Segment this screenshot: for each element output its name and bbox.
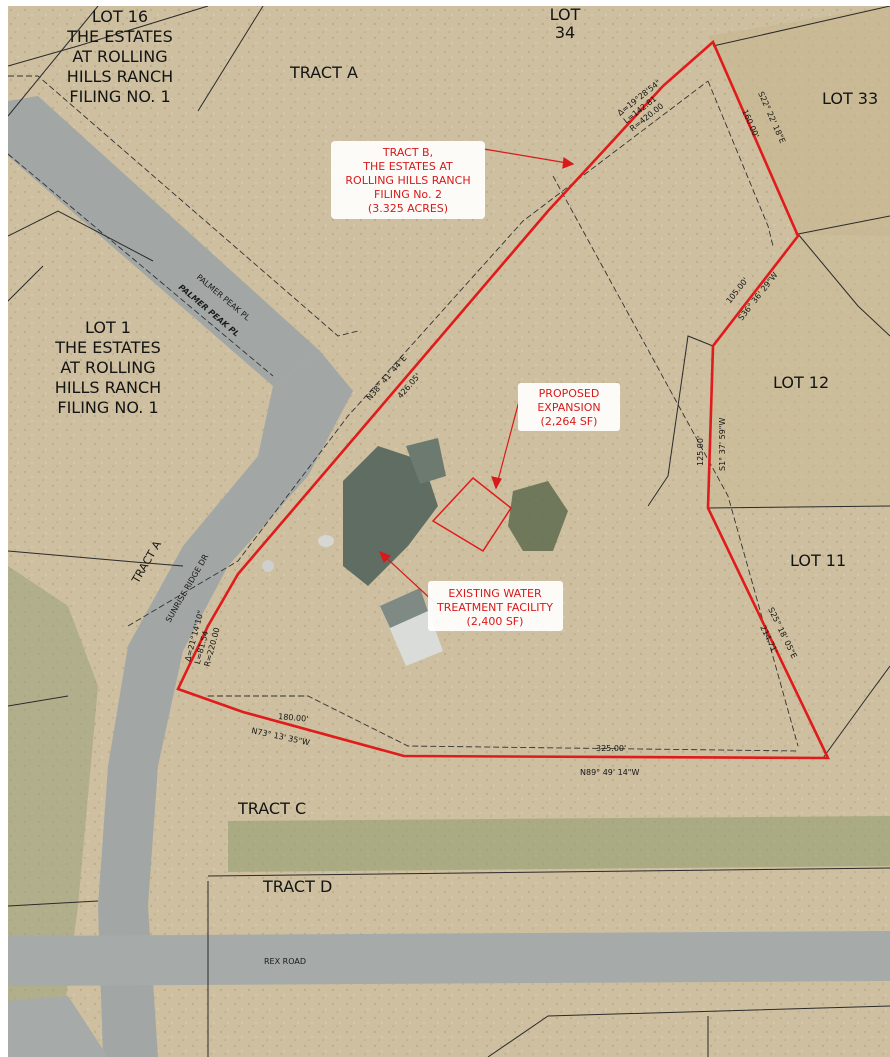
rex-road-label: REX ROAD (264, 957, 306, 966)
tract-b-callout-box (331, 141, 485, 219)
lot-33-shade (708, 6, 890, 236)
road-rex (8, 931, 890, 986)
lot-33-label: LOT 33 (822, 89, 878, 108)
trees (508, 481, 568, 551)
leader-lines (378, 148, 575, 603)
easement-lines (8, 75, 799, 752)
lot-12-shade (708, 226, 890, 508)
lot-11-label: LOT 11 (790, 551, 846, 570)
sw-distance-label: 180.00' (278, 712, 309, 724)
tract-a-top-label: TRACT A (289, 63, 358, 82)
south-bearing-label: N89° 49' 14"W (580, 768, 639, 777)
expansion-callout-box (518, 383, 620, 431)
green-patch-west (8, 566, 98, 1057)
road-bottom-left (8, 996, 108, 1057)
tract-d-label: TRACT D (262, 877, 332, 896)
proposed-expansion-footprint (431, 476, 513, 553)
lot-12-label: LOT 12 (773, 373, 829, 392)
curve-ne-label: Δ=19°28'54"L=142.81R=420.00 (616, 78, 675, 133)
green-strip-south (228, 816, 890, 872)
existing-water-treatment-facility (262, 438, 446, 666)
tract-c-label: TRACT C (237, 799, 306, 818)
south-distance-label: 325.00' (596, 744, 626, 753)
tract-b-boundary (176, 39, 831, 760)
parcel-lines (8, 6, 890, 1057)
road-sunrise-ridge (98, 351, 353, 1057)
e2-distance-label: 125.00' (696, 436, 705, 466)
existing-callout-box (428, 581, 563, 631)
road-palmer-peak (8, 96, 320, 386)
e2-bearing-label: S1° 37' 59"W (718, 418, 727, 471)
